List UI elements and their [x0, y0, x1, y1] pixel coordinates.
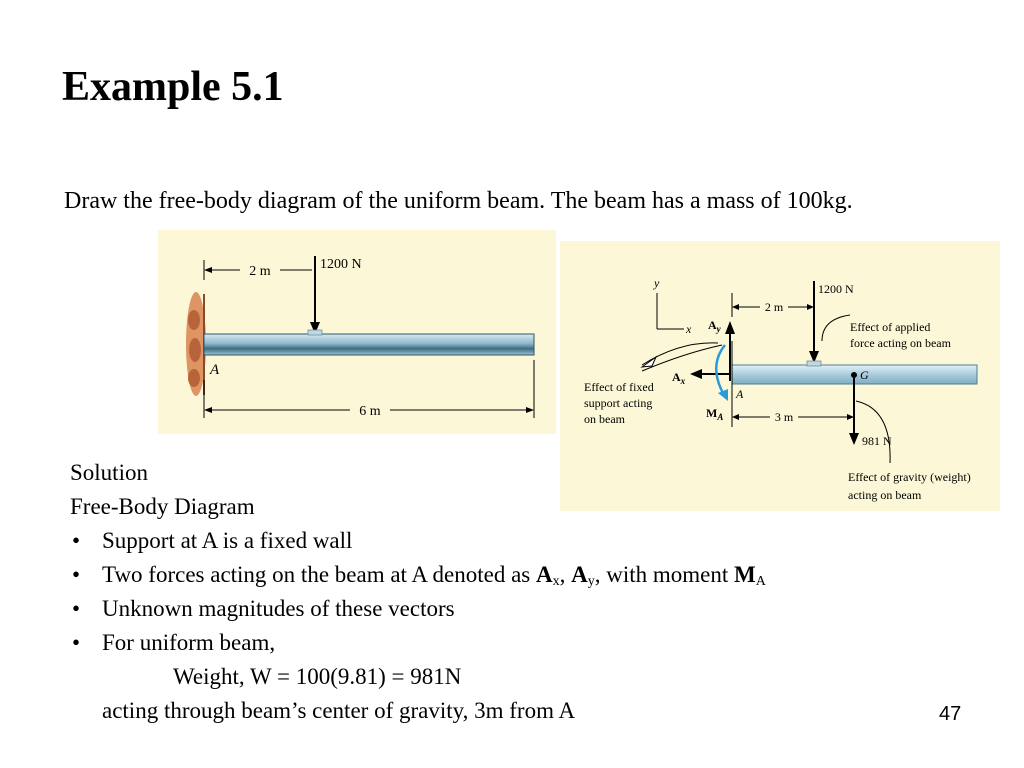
ay-label: Ay	[708, 318, 722, 334]
free-body-figure: y x Ay Ax MA A	[560, 241, 1000, 511]
solution-heading: Solution	[70, 460, 148, 485]
bullet-unknowns: • Unknown magnitudes of these vectors	[70, 592, 766, 626]
problem-statement: Draw the free-body diagram of the unifor…	[64, 188, 853, 214]
fixed-support-pointers	[640, 342, 723, 372]
force-981n-label: 981 N	[862, 434, 892, 448]
point-a-label: A	[209, 362, 220, 378]
weight-equation: Weight, W = 100(9.81) = 981N	[173, 664, 462, 689]
dimension-6m: 6 m	[203, 360, 535, 419]
moment-phrase: , with moment	[594, 562, 735, 587]
page-number: 47	[939, 703, 962, 725]
note-fixed-line1: Effect of fixed	[584, 380, 654, 394]
ax-symbol: A	[535, 562, 553, 587]
axis-y-label: y	[653, 276, 660, 290]
center-of-gravity-dot	[851, 372, 857, 378]
free-body-diagram: y x Ay Ax MA A	[560, 241, 1000, 511]
bullet-marker: •	[72, 528, 81, 553]
note-gravity-line2: acting on beam	[848, 488, 922, 502]
bullet-uniform-text: For uniform beam,	[102, 630, 276, 655]
force-1200n-arrow: 1200 N	[307, 256, 362, 336]
note-fixed-line2: support acting	[584, 396, 652, 410]
bullet-marker: •	[72, 630, 81, 655]
bullet-marker: •	[72, 562, 81, 587]
force-1200n-arrow: 1200 N	[806, 281, 854, 367]
bullet-unknowns-text: Unknown magnitudes of these vectors	[102, 596, 455, 621]
force-ay-arrow: Ay	[708, 318, 735, 381]
axis-x-label: x	[685, 322, 692, 336]
fbd-subheading: Free-Body Diagram	[70, 494, 255, 519]
ax-subscript: x	[552, 574, 560, 589]
ay-subscript: y	[587, 574, 595, 589]
dimension-6m-label: 6 m	[359, 404, 381, 419]
coordinate-axes: y x	[653, 276, 692, 336]
beam	[203, 333, 535, 356]
separator: ,	[559, 562, 572, 587]
beam-diagram: 2 m 1200 N A 6 m	[158, 230, 556, 434]
fixed-wall	[186, 292, 206, 396]
figure-background	[158, 230, 556, 434]
bullet-support-text: Support at A is a fixed wall	[102, 528, 353, 553]
bullet-forces: • Two forces acting on the beam at A den…	[70, 558, 766, 592]
force-981n-arrow: 981 N	[849, 378, 892, 464]
ax-label: Ax	[672, 370, 686, 386]
note-gravity-line1: Effect of gravity (weight)	[848, 470, 971, 484]
force-1200n-label: 1200 N	[818, 282, 854, 296]
dimension-2m: 2 m	[731, 293, 814, 317]
ma-subscript: A	[755, 574, 766, 589]
moment-ma-arrow: MA	[706, 344, 728, 422]
note-fixed-line3: on beam	[584, 412, 626, 426]
dimension-3m-label: 3 m	[775, 410, 794, 424]
point-a-label: A	[735, 387, 744, 401]
force-1200n-label: 1200 N	[320, 257, 362, 272]
bullet-marker: •	[72, 596, 81, 621]
ma-label: MA	[706, 406, 723, 422]
bullet-support: • Support at A is a fixed wall	[70, 524, 766, 558]
bullet-uniform: • For uniform beam,	[70, 626, 766, 660]
note-applied-line2: force acting on beam	[850, 336, 952, 350]
dimension-3m: 3 m	[732, 410, 854, 424]
ay-symbol: A	[571, 562, 588, 587]
slide-title: Example 5.1	[62, 64, 284, 110]
point-g-label: G	[860, 368, 869, 382]
dimension-2m: 2 m	[203, 260, 312, 280]
solution-section: Solution Free-Body Diagram • Support at …	[70, 456, 766, 728]
force-ax-arrow: Ax	[672, 369, 730, 386]
beam-figure: 2 m 1200 N A 6 m	[158, 230, 556, 434]
ma-symbol: M	[734, 562, 756, 587]
note-applied-line1: Effect of applied	[850, 320, 930, 334]
bullet-forces-text: Two forces acting on the beam at A denot…	[102, 562, 536, 587]
acting-through-line: acting through beam’s center of gravity,…	[102, 698, 576, 723]
dimension-2m-label: 2 m	[765, 300, 784, 314]
dimension-2m-label: 2 m	[249, 264, 271, 279]
